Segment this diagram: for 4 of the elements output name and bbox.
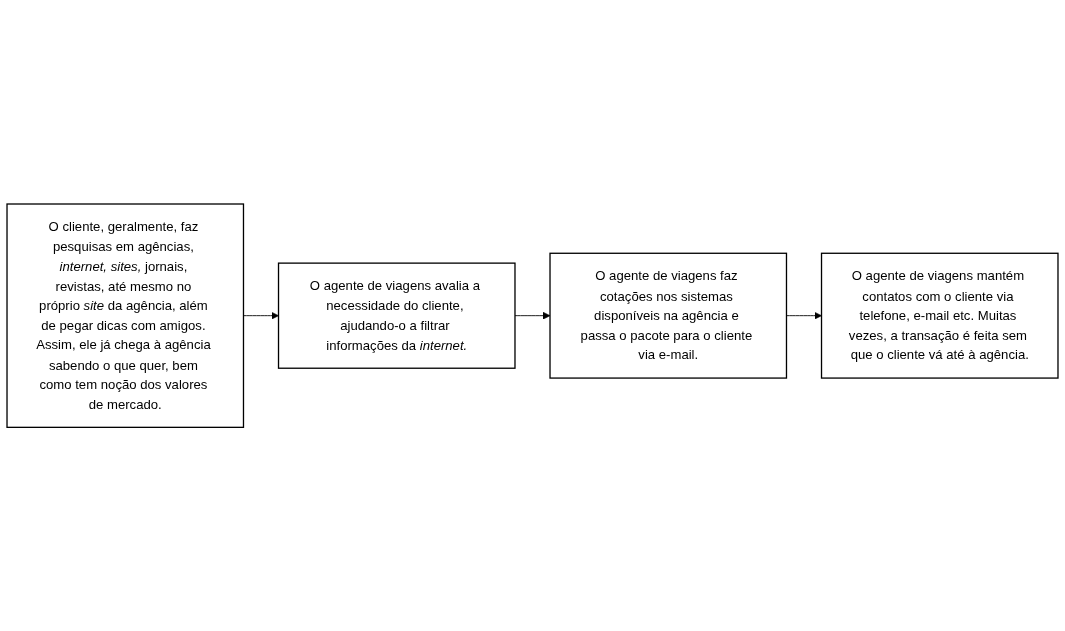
node-box: O cliente, geralmente, faz pesquisas em agências, internet, sites, jornais, revistas, até mesmo no próprio site da agência, além de pegar dicas com amigos. Assim, ele já chega à agência sabendo o que quer, bem como tem noção dos valores de mercado. bbox=[6, 203, 245, 428]
node-box: O agente de viagens avalia a necessidade do cliente, ajudando-o a filtrar informações da internet. bbox=[277, 262, 516, 369]
node-box: O agente de viagens faz cotações nos sistemas disponíveis na agência e passa o pacote para o cliente via e-mail. bbox=[549, 252, 788, 379]
node-box: O agente de viagens mantém contatos com o cliente via telefone, e-mail etc. Muitas vezes, a transação é feita sem que o cliente vá até à agência. bbox=[820, 252, 1059, 379]
